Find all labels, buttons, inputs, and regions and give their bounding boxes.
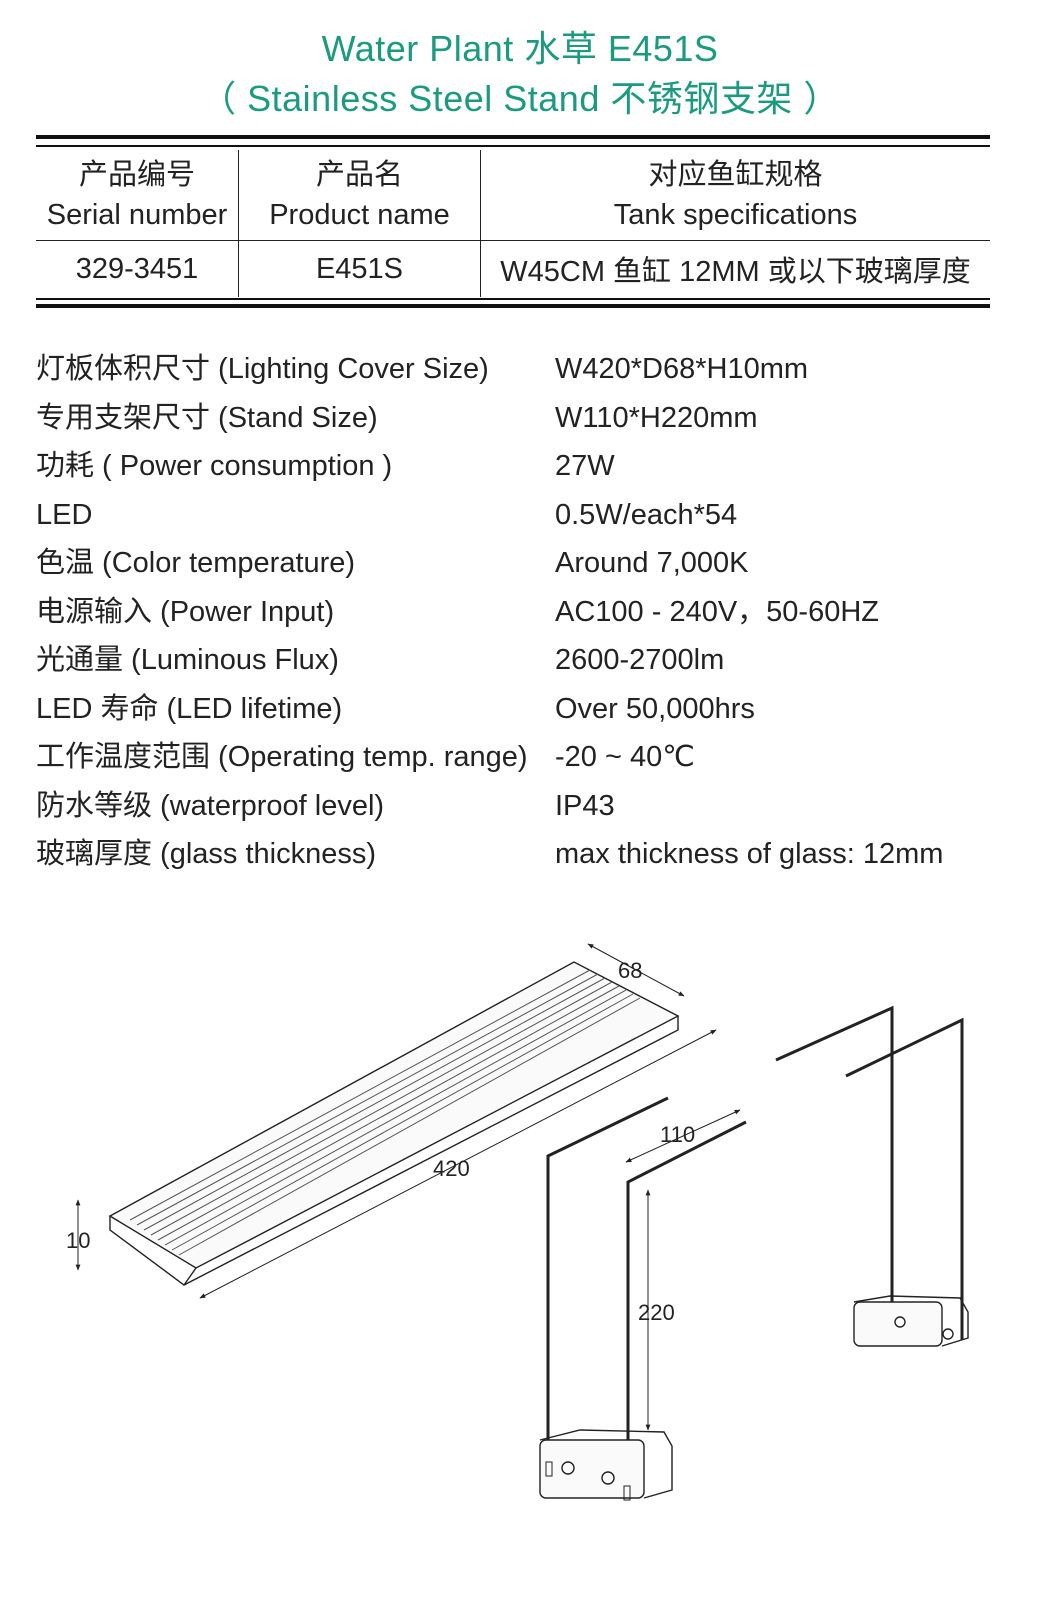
param-label: 工作温度范围 (Operating temp. range) bbox=[36, 741, 528, 773]
param-row-operating-temp: 工作温度范围 (Operating temp. range) -20 ~ 40℃ bbox=[36, 733, 1026, 782]
table-header-row: 产品编号 Serial number 产品名 Product name 对应鱼缸… bbox=[36, 150, 990, 241]
param-value: AC100 - 240V，50-60HZ bbox=[555, 595, 879, 628]
param-label: 光通量 (Luminous Flux) bbox=[36, 644, 339, 676]
product-title: Water Plant 水草 E451S bbox=[321, 28, 719, 69]
light-panel-drawing bbox=[108, 961, 680, 1286]
param-value: IP43 bbox=[555, 789, 615, 822]
table-row: 329-3451 E451S W45CM 鱼缸 12MM 或以下玻璃厚度 bbox=[36, 240, 990, 297]
param-label: 电源输入 (Power Input) bbox=[36, 595, 335, 628]
param-row-lifetime: LED 寿命 (LED lifetime) Over 50,000hrs bbox=[36, 685, 1026, 734]
column-header-en: Serial number bbox=[46, 199, 228, 231]
dimension-diagram: 420 68 10 110 220 bbox=[66, 943, 969, 1501]
param-label: 灯板体积尺寸 (Lighting Cover Size) bbox=[36, 353, 489, 385]
param-label: 玻璃厚度 (glass thickness) bbox=[36, 838, 377, 870]
parameter-list: 灯板体积尺寸 (Lighting Cover Size) W420*D68*H10… bbox=[36, 345, 1026, 879]
table-bottom-rule-thin bbox=[36, 298, 990, 300]
column-header-en: Tank specifications bbox=[613, 199, 858, 231]
param-label: 色温 (Color temperature) bbox=[36, 547, 356, 579]
param-row-led: LED 0.5W/each*54 bbox=[36, 491, 1026, 540]
column-header-en: Product name bbox=[269, 199, 450, 231]
product-name-cell: E451S bbox=[238, 240, 481, 297]
table-bottom-rule-thick bbox=[36, 304, 990, 308]
front-stand-drawing bbox=[539, 1096, 747, 1501]
param-label: 功耗 ( Power consumption ) bbox=[36, 450, 393, 482]
column-header-product: 产品名 Product name bbox=[238, 150, 481, 241]
column-header-cn: 产品编号 bbox=[78, 159, 195, 191]
param-row-luminous-flux: 光通量 (Luminous Flux) 2600-2700lm bbox=[36, 636, 1026, 685]
param-row-power-input: 电源输入 (Power Input) AC100 - 240V，50-60HZ bbox=[36, 588, 1026, 637]
serial-number-cell: 329-3451 bbox=[36, 240, 239, 297]
table-top-rule-thick bbox=[36, 135, 990, 139]
stand-height-label: 220 bbox=[638, 1300, 675, 1325]
tank-spec-cell: W45CM 鱼缸 12MM 或以下玻璃厚度 bbox=[480, 240, 990, 297]
stand-dimension-lines bbox=[625, 1109, 741, 1431]
param-row-cover-size: 灯板体积尺寸 (Lighting Cover Size) W420*D68*H10… bbox=[36, 345, 1026, 394]
param-value: W110*H220mm bbox=[555, 401, 758, 434]
depth-dimension-label: 68 bbox=[618, 958, 642, 983]
param-label: LED 寿命 (LED lifetime) bbox=[36, 692, 343, 725]
stand-width-label: 110 bbox=[660, 1122, 695, 1147]
param-label: 防水等级 (waterproof level) bbox=[36, 789, 385, 822]
param-value: W420*D68*H10mm bbox=[555, 353, 809, 385]
table-top-rule-thin bbox=[36, 145, 990, 147]
product-spec-table: 产品编号 Serial number 产品名 Product name 对应鱼缸… bbox=[36, 150, 990, 297]
param-row-color-temp: 色温 (Color temperature) Around 7,000K bbox=[36, 539, 1026, 588]
param-row-stand-size: 专用支架尺寸 (Stand Size) W110*H220mm bbox=[36, 394, 1026, 443]
panel-dimension-lines bbox=[75, 943, 717, 1299]
param-value: 27W bbox=[555, 450, 615, 482]
column-header-tank: 对应鱼缸规格 Tank specifications bbox=[480, 150, 990, 241]
param-label: 专用支架尺寸 (Stand Size) bbox=[36, 401, 378, 434]
param-value: 2600-2700lm bbox=[555, 644, 725, 676]
param-value: -20 ~ 40℃ bbox=[555, 741, 695, 773]
column-header-serial: 产品编号 Serial number bbox=[36, 150, 239, 241]
width-dimension-label: 420 bbox=[433, 1156, 470, 1181]
param-value: max thickness of glass: 12mm bbox=[555, 838, 944, 870]
param-row-waterproof: 防水等级 (waterproof level) IP43 bbox=[36, 782, 1026, 831]
column-header-cn: 对应鱼缸规格 bbox=[648, 159, 823, 191]
column-header-cn: 产品名 bbox=[315, 159, 403, 191]
rear-stand-drawing bbox=[775, 1005, 969, 1347]
param-value: Over 50,000hrs bbox=[555, 692, 755, 725]
param-value: Around 7,000K bbox=[555, 547, 749, 579]
height-dimension-label: 10 bbox=[66, 1228, 90, 1253]
product-subtitle: （ Stainless Steel Stand 不锈钢支架 ） bbox=[200, 78, 840, 119]
param-value: 0.5W/each*54 bbox=[555, 498, 738, 531]
param-label: LED bbox=[36, 498, 93, 531]
param-row-power: 功耗 ( Power consumption ) 27W bbox=[36, 442, 1026, 491]
param-row-glass-thickness: 玻璃厚度 (glass thickness) max thickness of g… bbox=[36, 830, 1026, 879]
